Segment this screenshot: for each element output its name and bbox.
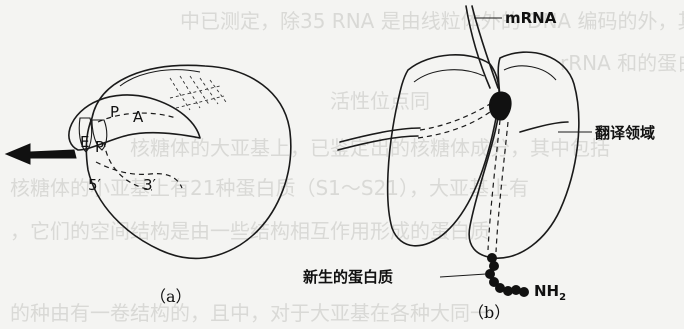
- label-a-site: A: [133, 108, 144, 126]
- label-nascent-protein: 新生的蛋白质: [303, 268, 393, 286]
- bg-line-3: 活性位点同: [330, 89, 430, 113]
- label-translation-domain: 翻译领域: [595, 124, 655, 142]
- label-e-site: E: [80, 133, 89, 151]
- label-p-site: P: [110, 103, 119, 121]
- nh2-subscript: 2: [559, 292, 566, 303]
- inner-contour-b1: [414, 70, 484, 82]
- bg-line-6: ，它们的空间结构是由一些结构相互作用形成的蛋白质: [10, 219, 490, 243]
- label-three-prime: 3′: [143, 176, 157, 194]
- label-mrna: mRNA: [505, 9, 557, 27]
- bg-line-1: 中已测定，除35 RNA 是由线粒体外的 DNA 编码的外，其: [180, 9, 684, 33]
- right-arm: [520, 122, 568, 132]
- exit-arrow: [6, 144, 76, 164]
- label-p-site-lower: P: [95, 138, 104, 156]
- nascent-protein-leader: [440, 274, 486, 277]
- trna-inner-left-2: [418, 112, 490, 138]
- caption-a: （a）: [150, 287, 192, 306]
- bg-line-2: rRNA 和的蛋白质: [560, 51, 684, 75]
- inner-contour-b2: [504, 66, 556, 80]
- trna-inner-left: [420, 104, 490, 130]
- label-nh2: NH2: [534, 282, 566, 303]
- nh2-main: NH: [534, 282, 559, 300]
- bg-line-7: 的种由有一卷结构的，且中，对于大亚基在各种大同一: [10, 301, 490, 325]
- fold-line-a: [120, 70, 200, 86]
- translation-domain-marker: [489, 92, 512, 121]
- caption-b: （b）: [468, 303, 510, 322]
- label-five-prime: 5′: [88, 176, 102, 194]
- nascent-protein-chain: [485, 253, 529, 297]
- hatched-region-a: [170, 76, 226, 110]
- bg-line-4: 核糖体的大亚基上，已鉴定出的核糖体成分，其中包括: [130, 136, 610, 160]
